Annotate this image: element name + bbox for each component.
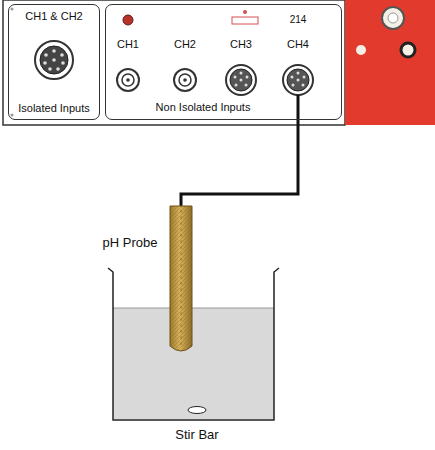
ph-probe: [170, 206, 192, 351]
power-panel: [345, 0, 435, 125]
solution: [113, 308, 274, 419]
beaker: [108, 268, 279, 420]
channel-label: CH2: [174, 38, 196, 50]
socket: [401, 43, 415, 57]
non-isolated-inputs-panel: Non Isolated Inputs: [105, 4, 342, 120]
liquid-surface: [113, 308, 274, 309]
model-number: 214: [290, 14, 307, 25]
panel-heading: Non Isolated Inputs: [156, 101, 251, 113]
channel-label: CH1: [117, 38, 139, 50]
probe-connector: [283, 65, 313, 95]
part-label: Stir Bar: [175, 428, 218, 442]
isolated-inputs-panel: CH1 & CH2Isolated Inputs: [8, 4, 100, 120]
bnc-connector: [117, 69, 139, 91]
socket: [382, 7, 404, 29]
channel-label: CH4: [287, 38, 309, 50]
part-label: pH Probe: [103, 236, 158, 250]
din-connector: [35, 41, 73, 79]
screw: [11, 8, 14, 11]
panel-heading: CH1 & CH2: [25, 10, 82, 22]
channel-label: CH3: [230, 38, 252, 50]
logo: [232, 10, 258, 24]
socket: [388, 13, 398, 23]
socket: [356, 45, 366, 55]
status-led: [123, 15, 133, 25]
probe-connector: [226, 65, 256, 95]
device-panel: [3, 0, 345, 125]
stir-bar: [188, 407, 206, 414]
screw: [11, 114, 14, 117]
bnc-connector: [174, 69, 196, 91]
panel-caption: Isolated Inputs: [18, 102, 90, 114]
